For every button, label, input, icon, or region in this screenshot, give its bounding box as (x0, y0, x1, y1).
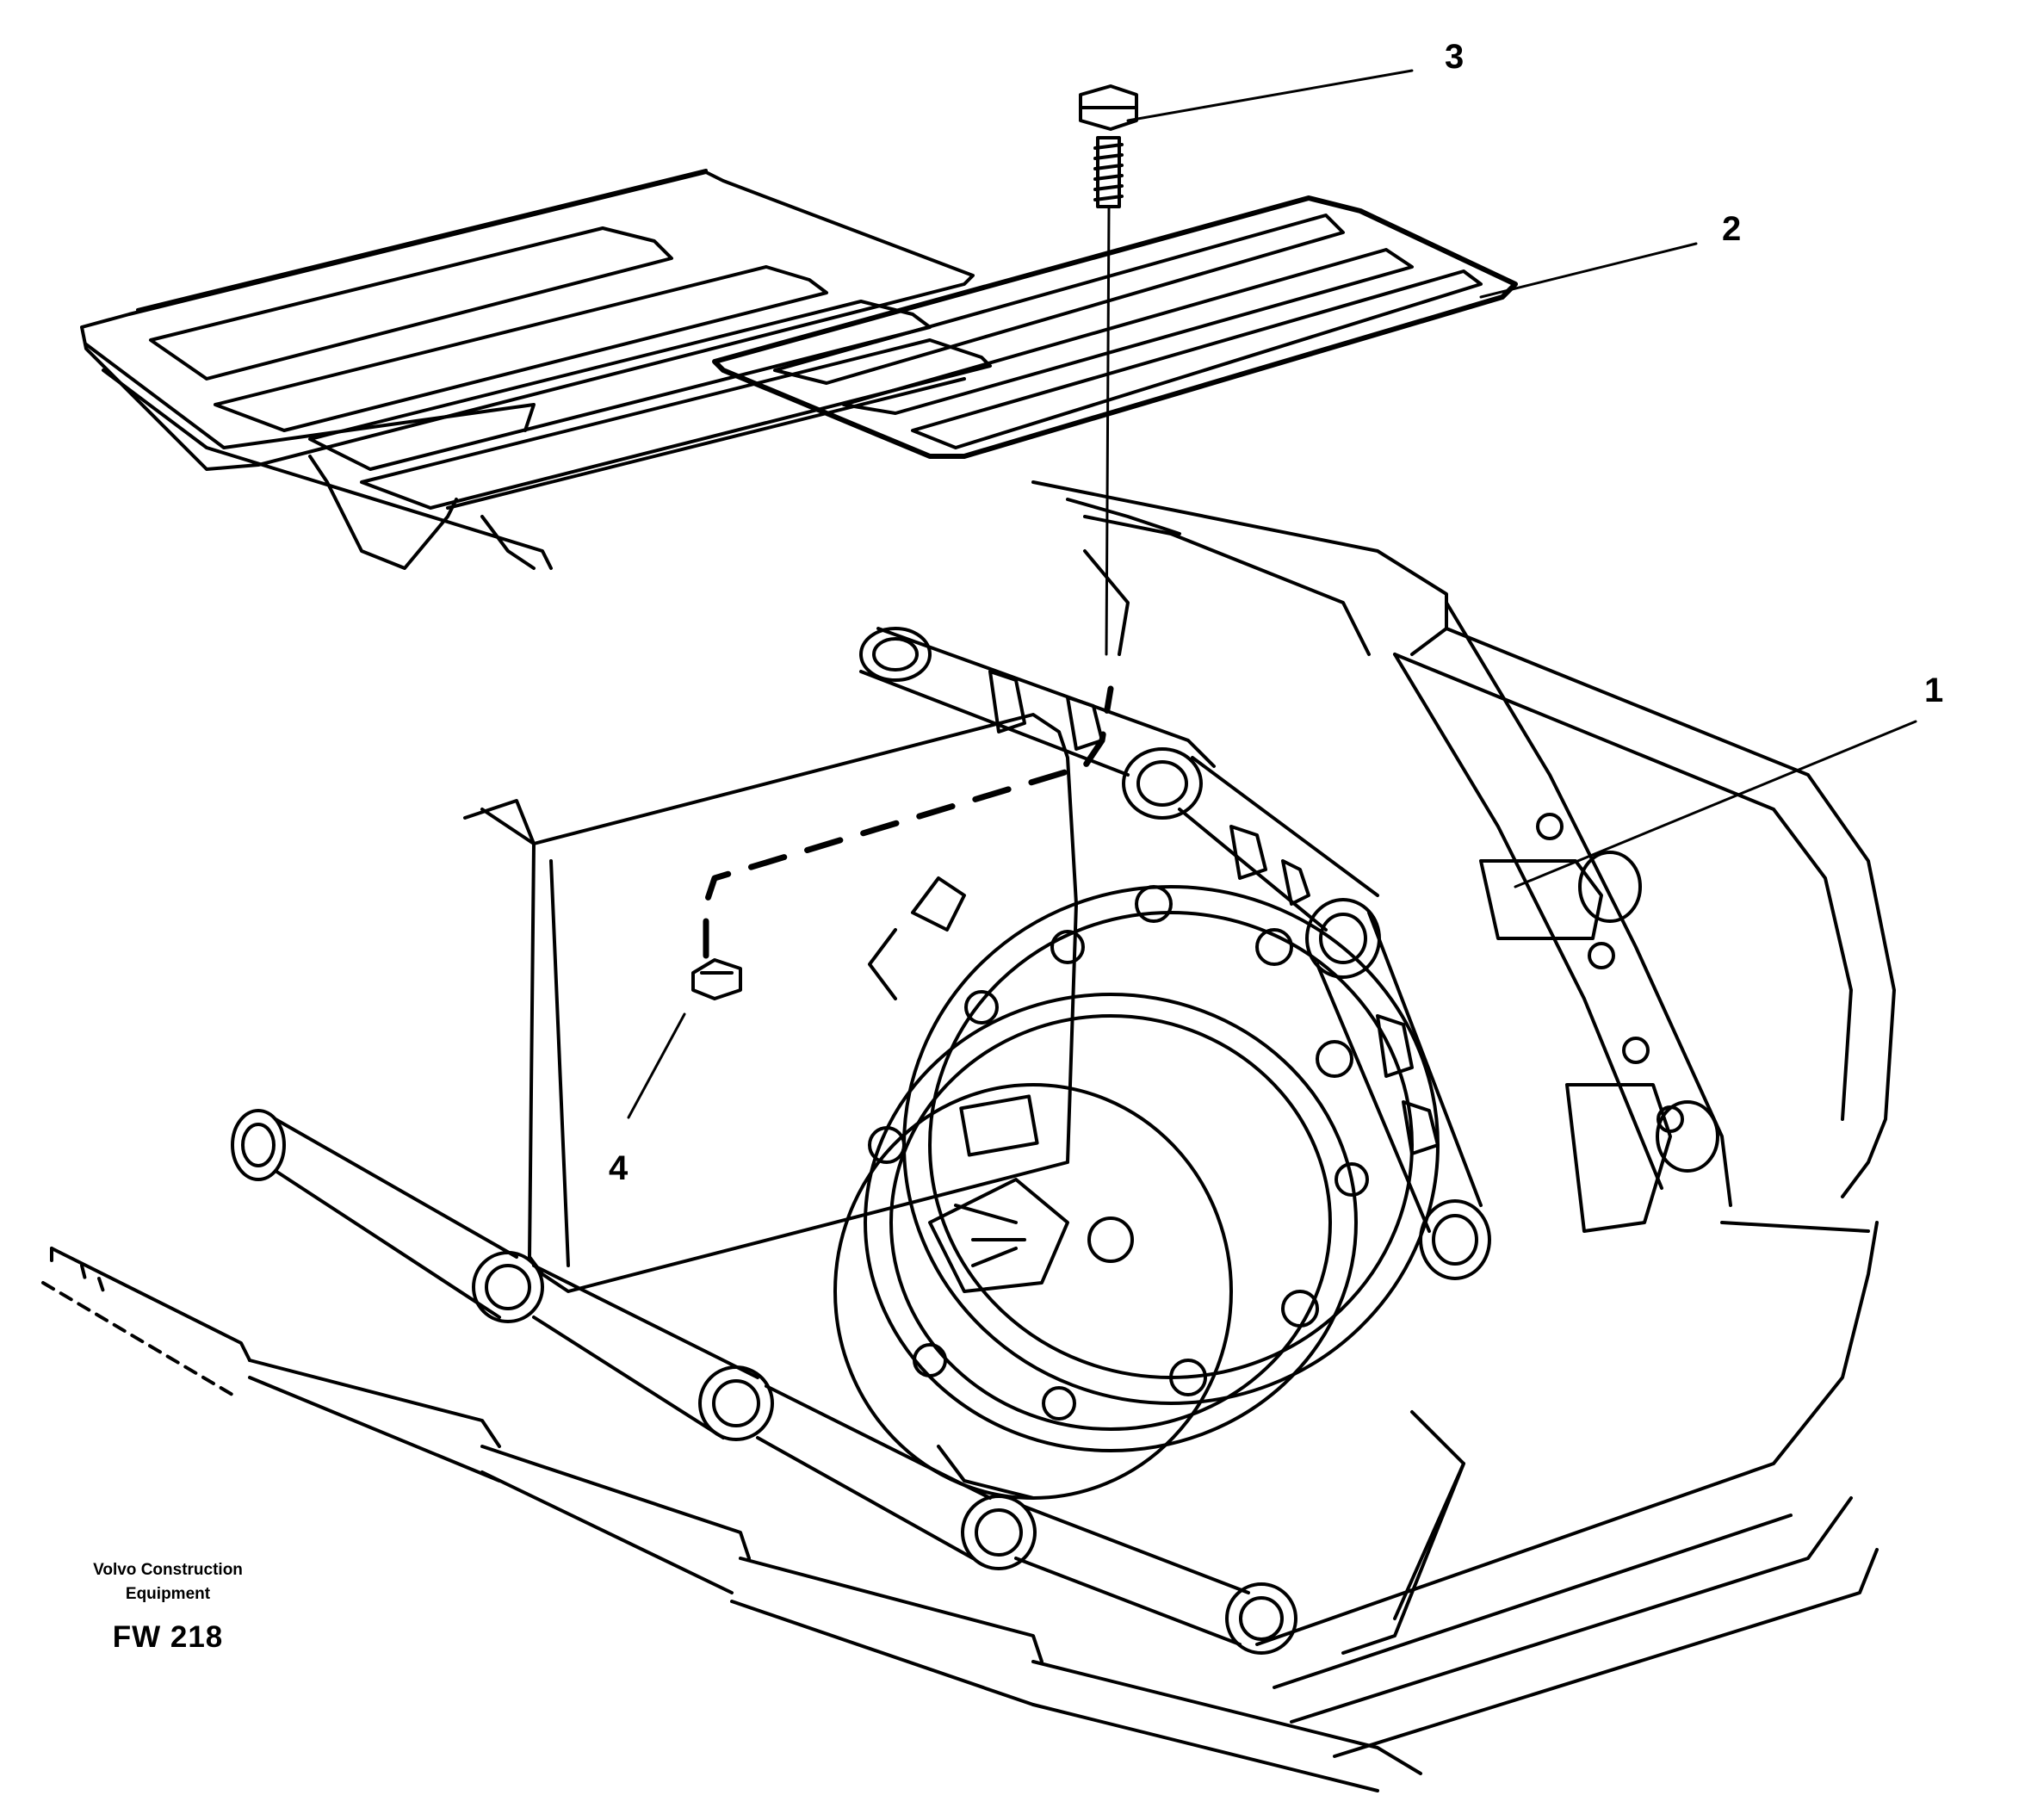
track-chain (859, 515, 1732, 1280)
leader-lines (627, 69, 1917, 1119)
callout-2: 2 (1722, 210, 1742, 248)
leader-line-4 (627, 1012, 686, 1119)
leader-line-1 (1514, 720, 1917, 888)
credit-block: Volvo Construction Equipment FW 218 (82, 1558, 254, 1655)
callout-1: 1 (1924, 672, 1944, 709)
figure-code: FW 218 (112, 1620, 224, 1654)
track-shoes-upper (80, 169, 992, 570)
final-drive (833, 876, 1440, 1500)
leader-line-2 (1479, 242, 1698, 299)
callout-3: 3 (1445, 38, 1465, 76)
credit-line-2: Equipment (125, 1585, 211, 1603)
track-shoe-part-2 (712, 195, 1518, 459)
track-lower (41, 1109, 1879, 1792)
callout-4: 4 (609, 1149, 629, 1187)
nut-part-4 (691, 685, 1114, 1000)
leader-line-3 (1126, 69, 1414, 122)
bolt-part-3 (1079, 84, 1138, 656)
credit-line-1: Volvo Construction (93, 1561, 243, 1579)
